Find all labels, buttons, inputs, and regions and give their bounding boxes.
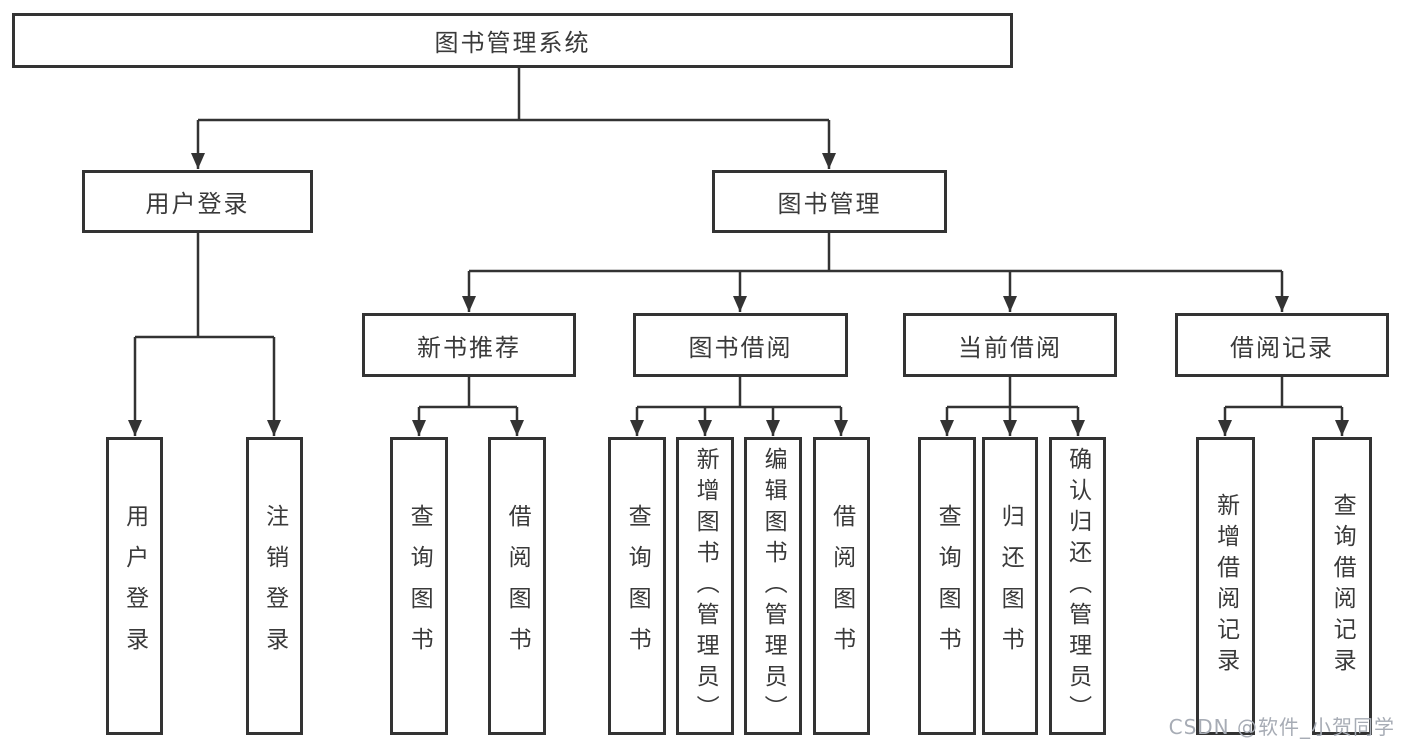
connector-current-borrowing-to-leaves bbox=[940, 377, 1085, 436]
leaf-add-borrow-record: 新增借阅记录 bbox=[1196, 437, 1255, 735]
connector-book-management-to-level3 bbox=[462, 233, 1289, 312]
node-label: 图书管理系统 bbox=[434, 29, 591, 57]
leaf-query-books: 查询图书 bbox=[918, 437, 976, 735]
node-library-management-system: 图书管理系统 bbox=[12, 13, 1013, 68]
leaf-query-books: 查询图书 bbox=[390, 437, 448, 735]
leaf-query-borrow-record: 查询借阅记录 bbox=[1312, 437, 1372, 735]
leaf-label: 注销登录 bbox=[261, 504, 288, 668]
leaf-query-books: 查询图书 bbox=[608, 437, 666, 735]
leaf-add-book-admin: 新增图书（管理员） bbox=[676, 437, 734, 735]
leaf-label: 确认归还（管理员） bbox=[1064, 446, 1091, 726]
connector-borrowing-records-to-leaves bbox=[1218, 377, 1349, 436]
leaf-label: 借阅图书 bbox=[828, 504, 855, 668]
connector-book-borrowing-to-leaves bbox=[630, 377, 848, 436]
node-label: 当前借阅 bbox=[958, 333, 1062, 362]
node-new-book-recommendation: 新书推荐 bbox=[362, 313, 576, 377]
connector-root-to-level2 bbox=[191, 68, 836, 169]
node-label: 图书管理 bbox=[777, 190, 882, 218]
leaf-label: 查询图书 bbox=[624, 504, 651, 668]
node-book-borrowing: 图书借阅 bbox=[633, 313, 848, 377]
leaf-label: 查询图书 bbox=[406, 504, 433, 668]
node-current-borrowing: 当前借阅 bbox=[903, 313, 1117, 377]
node-label: 图书借阅 bbox=[688, 333, 793, 362]
leaf-return-book: 归还图书 bbox=[982, 437, 1038, 735]
leaf-label: 用户登录 bbox=[121, 504, 148, 668]
node-borrowing-records: 借阅记录 bbox=[1175, 313, 1389, 377]
leaf-label: 编辑图书（管理员） bbox=[760, 446, 787, 726]
node-user-login: 用户登录 bbox=[82, 170, 313, 233]
leaf-label: 新增图书（管理员） bbox=[692, 446, 719, 726]
leaf-label: 归还图书 bbox=[997, 504, 1024, 668]
leaf-label: 查询图书 bbox=[934, 504, 961, 668]
leaf-label: 新增借阅记录 bbox=[1212, 493, 1239, 679]
connector-new-book-recommendation-to-leaves bbox=[412, 377, 524, 436]
leaf-label: 借阅图书 bbox=[504, 504, 531, 668]
leaf-confirm-return-admin: 确认归还（管理员） bbox=[1049, 437, 1106, 735]
node-book-management: 图书管理 bbox=[712, 170, 947, 233]
node-label: 新书推荐 bbox=[417, 333, 521, 362]
node-label: 用户登录 bbox=[145, 190, 250, 218]
leaf-user-login: 用户登录 bbox=[106, 437, 163, 735]
leaf-edit-book-admin: 编辑图书（管理员） bbox=[744, 437, 802, 735]
leaf-borrow-books: 借阅图书 bbox=[813, 437, 870, 735]
csdn-watermark: CSDN @软件_小贺同学 bbox=[1168, 715, 1395, 739]
leaf-label: 查询借阅记录 bbox=[1329, 493, 1356, 679]
node-label: 借阅记录 bbox=[1230, 333, 1334, 362]
leaf-logout: 注销登录 bbox=[246, 437, 303, 735]
leaf-borrow-books: 借阅图书 bbox=[488, 437, 546, 735]
connector-user-login-to-leaves bbox=[128, 233, 281, 436]
